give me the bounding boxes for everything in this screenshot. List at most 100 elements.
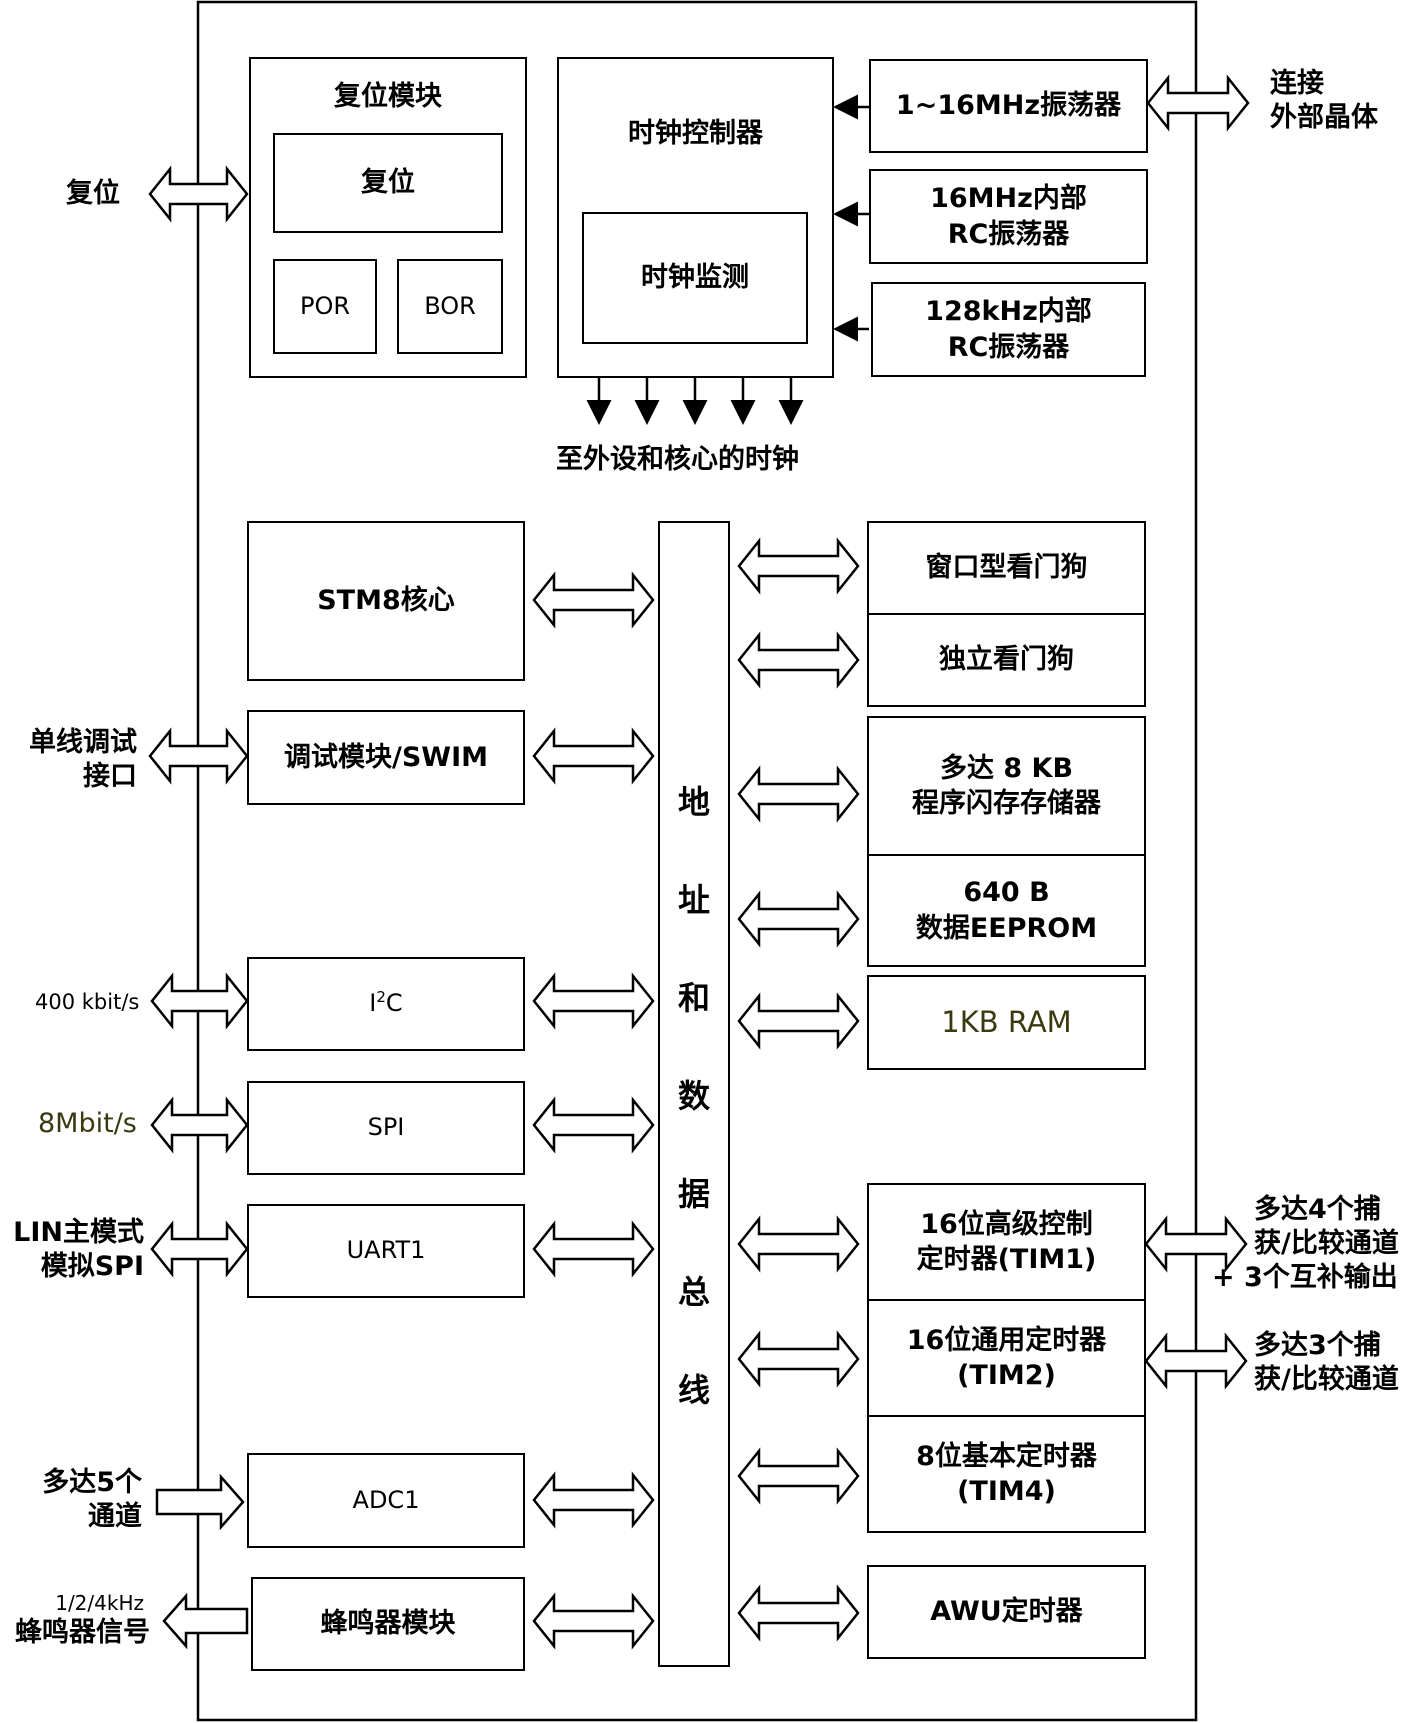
osc-16m-line1: 16MHz内部: [930, 183, 1087, 215]
tim4-line1: 8位基本定时器: [916, 1440, 1097, 1472]
tim2-line2: (TIM2): [957, 1360, 1056, 1391]
crystal-port-arrow: [1146, 74, 1250, 132]
crystal-line2: 外部晶体: [1270, 101, 1378, 133]
osc-128k-line2: RC振荡器: [947, 331, 1070, 363]
wwdg-bus-arrow: [737, 537, 860, 595]
reset-block-label: 复位: [361, 167, 415, 199]
ram-block: 1KB RAM: [867, 975, 1146, 1070]
tim1-port-arrow: [1144, 1215, 1248, 1273]
chip-outline: [196, 0, 1198, 1722]
i2c-label-tail: C: [385, 989, 403, 1018]
tim1-block: 16位高级控制 定时器(TIM1): [867, 1183, 1146, 1301]
address-data-bus: 地 址 和 数 据 总 线: [658, 521, 730, 1667]
wwdg-label: 窗口型看门狗: [925, 552, 1088, 584]
window-watchdog: 窗口型看门狗: [867, 521, 1146, 615]
i2c-speed-label: 400 kbit/s: [35, 990, 140, 1014]
adc1-block: ADC1: [247, 1453, 525, 1548]
tim2-channels-line1: 多达3个捕: [1254, 1330, 1381, 1361]
uart-bus-arrow: [532, 1220, 655, 1278]
por-block: POR: [273, 259, 377, 354]
tim1-line1: 16位高级控制: [920, 1208, 1093, 1240]
tim4-bus-arrow: [737, 1447, 860, 1505]
awu-label: AWU定时器: [930, 1596, 1083, 1628]
uart-mode-label: LIN主模式 模拟SPI: [4, 1216, 144, 1284]
awu-timer: AWU定时器: [867, 1565, 1146, 1659]
osc-external-label: 1~16MHz振荡器: [895, 90, 1122, 122]
beeper-bus-arrow: [532, 1592, 655, 1650]
data-eeprom: 640 B 数据EEPROM: [867, 854, 1146, 967]
core-bus-arrow: [532, 571, 655, 629]
adc-channels-line1: 多达5个: [42, 1467, 142, 1498]
tim2-channels-line2: 获/比较通道: [1254, 1363, 1399, 1395]
tim1-channels-line1: 多达4个捕: [1254, 1194, 1381, 1225]
i2c-bus-arrow: [532, 972, 655, 1030]
osc-128k-line1: 128kHz内部: [925, 296, 1092, 328]
adc1-label: ADC1: [352, 1485, 420, 1514]
beeper-signal-label: 1/2/4kHz 蜂鸣器信号: [0, 1591, 150, 1650]
adc-bus-arrow: [532, 1471, 655, 1529]
uart1-block: UART1: [247, 1204, 525, 1298]
i2c-block: I2C: [247, 957, 525, 1051]
tim1-channels-line2: 获/比较通道: [1254, 1227, 1399, 1259]
swim-block: 调试模块/SWIM: [247, 710, 525, 805]
adc-input-arrow: [155, 1473, 245, 1531]
beeper-signal-line2: 蜂鸣器信号: [15, 1617, 150, 1648]
flash-memory: 多达 8 KB 程序闪存存储器: [867, 716, 1146, 856]
crystal-line1: 连接: [1270, 68, 1324, 99]
beeper-block: 蜂鸣器模块: [251, 1577, 525, 1671]
spi-port-arrow: [150, 1096, 249, 1154]
clock-output-arrows: [586, 377, 804, 425]
tim4-block: 8位基本定时器 (TIM4): [867, 1415, 1146, 1533]
tim2-block: 16位通用定时器 (TIM2): [867, 1299, 1146, 1417]
tim1-channels-line3: + 3个互补输出: [1212, 1261, 1398, 1293]
uart-mode-line2: 模拟SPI: [40, 1250, 144, 1282]
beeper-signal-line1: 1/2/4kHz: [55, 1591, 144, 1615]
spi-speed-label: 8Mbit/s: [38, 1108, 137, 1139]
swim-label: 调试模块/SWIM: [283, 741, 488, 773]
ram-label: 1KB RAM: [941, 1004, 1072, 1039]
swim-interface-label: 单线调试 接口: [14, 726, 137, 794]
bus-char: 数: [677, 1077, 710, 1115]
tim1-channels-label: 多达4个捕 获/比较通道 + 3个互补输出: [1212, 1193, 1399, 1294]
i2c-label: I2C: [369, 988, 402, 1019]
por-label: POR: [299, 291, 351, 320]
adc-channels-line2: 通道: [88, 1500, 142, 1532]
stm8-core: STM8核心: [247, 521, 525, 681]
beeper-label: 蜂鸣器模块: [320, 1608, 456, 1640]
bus-char: 线: [677, 1371, 710, 1409]
bus-char: 总: [677, 1273, 710, 1311]
stm8-core-label: STM8核心: [317, 585, 455, 617]
spi-block: SPI: [247, 1081, 525, 1175]
clock-monitor-label: 时钟监测: [641, 262, 749, 294]
bus-char: 地: [677, 783, 710, 821]
i2c-port-arrow: [150, 972, 249, 1030]
uart1-label: UART1: [346, 1236, 426, 1265]
swim-interface-line1: 单线调试: [29, 727, 137, 758]
tim4-line2: (TIM4): [957, 1476, 1056, 1507]
spi-label: SPI: [367, 1113, 405, 1142]
uart-port-arrow: [150, 1220, 249, 1278]
osc-16m-line2: RC振荡器: [947, 218, 1070, 250]
flash-bus-arrow: [737, 765, 860, 823]
flash-line2: 程序闪存存储器: [912, 788, 1101, 819]
independent-watchdog: 独立看门狗: [867, 613, 1146, 707]
tim1-bus-arrow: [737, 1215, 860, 1273]
adc-channels-label: 多达5个 通道: [16, 1466, 142, 1534]
eeprom-bus-arrow: [737, 890, 860, 948]
i2c-label-sup: 2: [376, 988, 386, 1007]
clock-output-label: 至外设和核心的时钟: [556, 444, 799, 475]
clock-monitor: 时钟监测: [582, 212, 808, 344]
bor-block: BOR: [397, 259, 503, 354]
uart-mode-line1: LIN主模式: [13, 1217, 144, 1248]
bus-char: 址: [677, 881, 710, 919]
external-reset-label: 复位: [66, 178, 120, 209]
reset-port-arrow: [148, 165, 249, 223]
iwdg-label: 独立看门狗: [939, 644, 1074, 676]
reset-module-title: 复位模块: [334, 81, 442, 112]
tim1-line2: 定时器(TIM1): [916, 1244, 1097, 1275]
osc-external: 1~16MHz振荡器: [869, 59, 1148, 153]
clock-controller-label: 时钟控制器: [628, 118, 763, 149]
external-crystal-label: 连接 外部晶体: [1270, 67, 1378, 135]
bus-char: 据: [677, 1175, 710, 1213]
